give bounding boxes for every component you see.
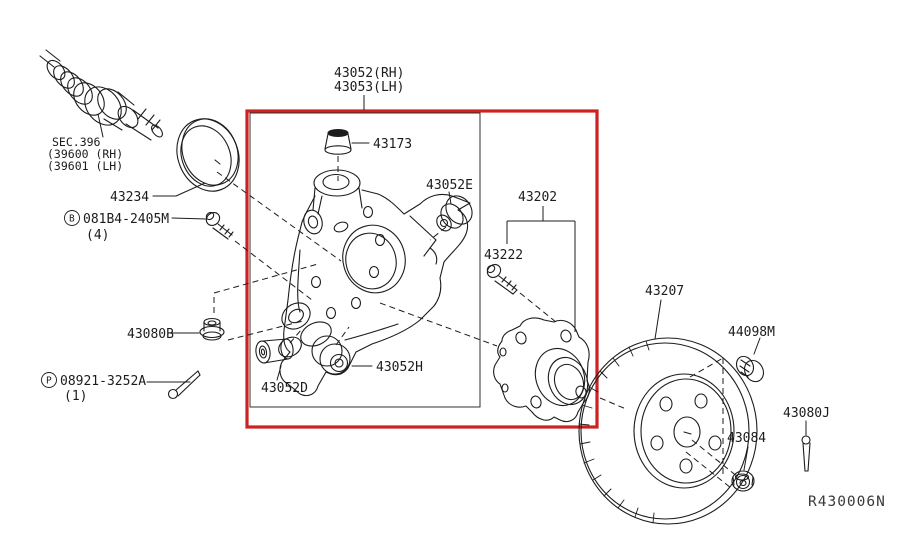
- label-43052d: 43052D: [261, 381, 308, 396]
- label-43080j: 43080J: [783, 406, 830, 421]
- label-43084: 43084: [727, 431, 766, 446]
- seal-ring-drawing: [152, 118, 240, 197]
- label-43052h: 43052H: [376, 360, 423, 375]
- label-43207: 43207: [645, 284, 684, 299]
- bushing-h-drawing: [311, 335, 373, 375]
- label-b-qty: (4): [86, 228, 109, 243]
- label-39600-rh: (39600 (RH): [47, 147, 123, 161]
- inner-frame: [249, 112, 481, 408]
- label-43234: 43234: [110, 190, 149, 205]
- cap-drawing: [324, 128, 370, 155]
- hub-assembly-drawing: [493, 317, 590, 423]
- axle-nut-drawing: [731, 446, 755, 492]
- plug-drawing: [735, 337, 765, 383]
- label-p-qty: (1): [64, 389, 87, 404]
- label-43173: 43173: [373, 137, 412, 152]
- lower-nut-drawing: [169, 317, 225, 341]
- label-sec-396: SEC.396: [52, 135, 101, 149]
- part-labels: SEC.396 (39600 (RH) (39601 (LH) 43052(RH…: [41, 66, 886, 510]
- label-43202: 43202: [518, 190, 557, 205]
- label-081b4-2405m: 081B4-2405M: [83, 212, 169, 227]
- label-b-letter: B: [69, 214, 75, 225]
- label-43080b: 43080B: [127, 327, 174, 342]
- rotor-drawing: [578, 299, 758, 525]
- knuckle-drawing: [278, 169, 471, 397]
- b-bolt-drawing: [171, 211, 234, 240]
- hub-bolt-drawing: [486, 264, 518, 295]
- circled-p-icon: [41, 372, 57, 388]
- label-39601-lh: (39601 (LH): [47, 159, 123, 173]
- label-43222: 43222: [484, 248, 523, 263]
- label-08921-3252a: 08921-3252A: [60, 374, 146, 389]
- p-cotter-pin-drawing: [146, 370, 201, 400]
- label-p-letter: P: [46, 376, 52, 387]
- bushing-e-drawing: [436, 191, 473, 232]
- label-43052-rh: 43052(RH): [334, 66, 404, 81]
- label-43052e: 43052E: [426, 178, 473, 193]
- cotter-pin-drawing: [801, 420, 811, 472]
- bushing-d-drawing: [255, 338, 294, 381]
- circled-b-icon: [64, 210, 80, 226]
- diagram-ref-code: R430006N: [808, 494, 886, 510]
- label-brackets: [363, 95, 576, 332]
- label-44098m: 44098M: [728, 325, 775, 340]
- cv-axle-drawing: [39, 49, 163, 141]
- highlight-box: [245, 109, 599, 429]
- axis-dashed-lines: [213, 156, 739, 489]
- label-43053-lh: 43053(LH): [334, 80, 404, 95]
